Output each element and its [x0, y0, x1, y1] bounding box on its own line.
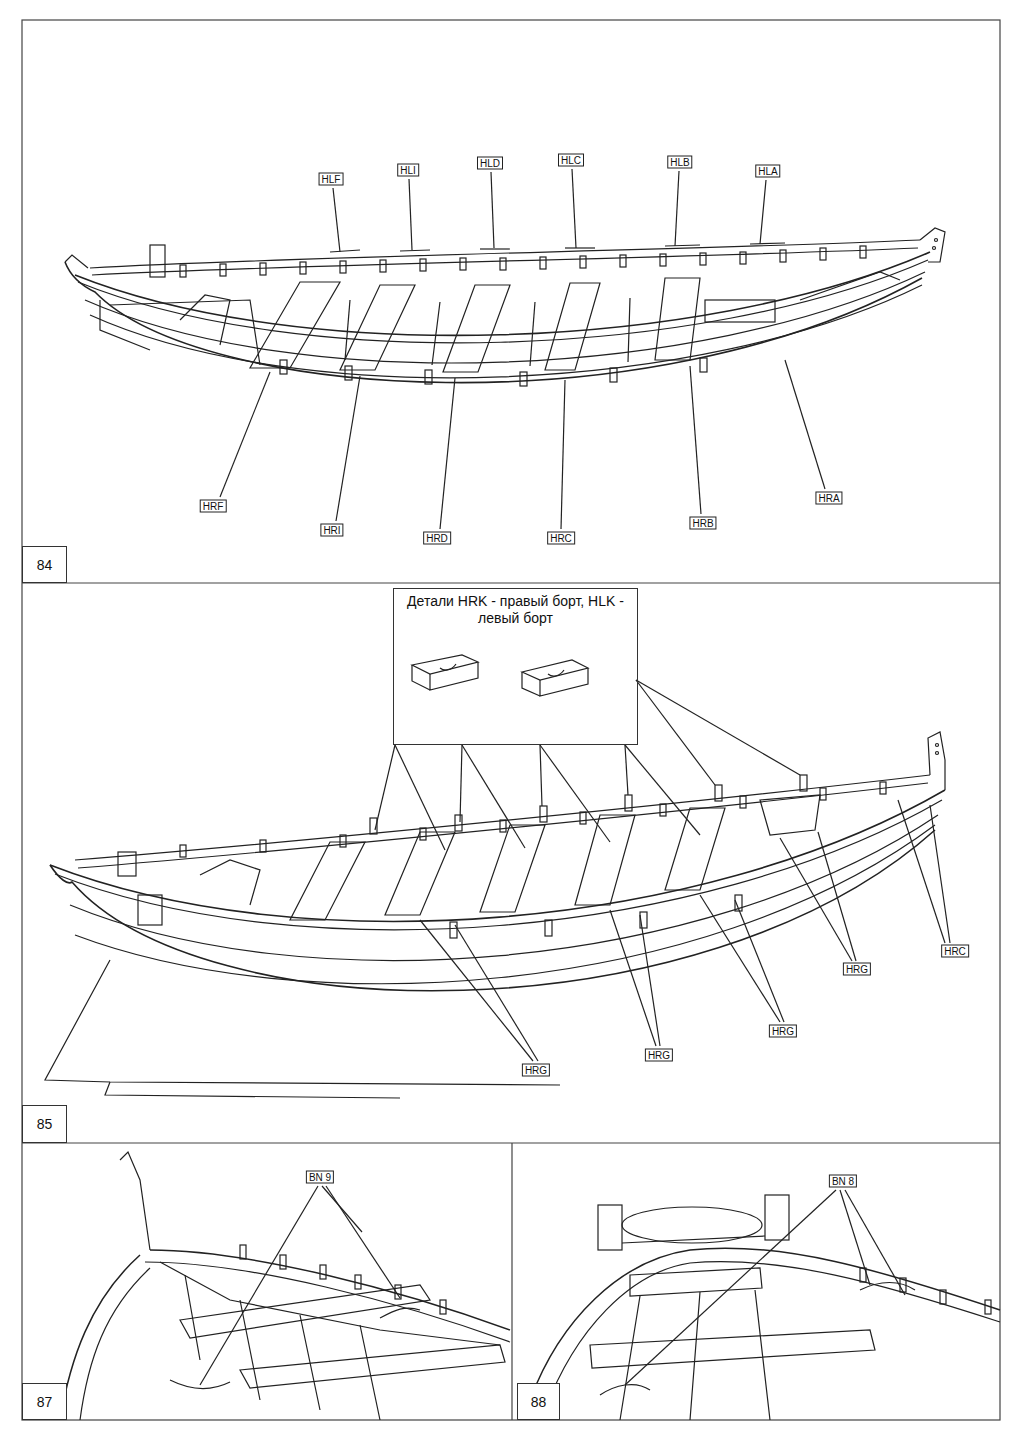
part-label: HRC: [547, 532, 575, 545]
part-label: HRG: [522, 1064, 550, 1077]
inset-heading: Детали HRK - правый борт, HLK - левый бо…: [394, 589, 637, 627]
part-label: HLA: [755, 165, 780, 178]
step-number: 87: [22, 1383, 67, 1420]
part-label: HRF: [200, 500, 227, 513]
part-label: HRA: [815, 492, 842, 505]
part-label: HLF: [319, 173, 344, 186]
detail-inset-box: Детали HRK - правый борт, HLK - левый бо…: [393, 588, 638, 745]
part-label: HRG: [769, 1025, 797, 1038]
part-label: HRB: [689, 517, 716, 530]
part-label: BN 8: [829, 1175, 857, 1188]
part-label: HRC: [941, 945, 969, 958]
part-label: HLC: [558, 154, 584, 167]
part-label: BN 9: [306, 1171, 334, 1184]
step-number: 88: [517, 1383, 560, 1420]
part-label: HRI: [320, 524, 343, 537]
part-label: HLB: [667, 156, 692, 169]
step-number: 84: [22, 546, 67, 583]
part-label: HRG: [645, 1049, 673, 1062]
step-number: 85: [22, 1105, 67, 1143]
part-label: HRD: [423, 532, 451, 545]
part-label: HRG: [843, 963, 871, 976]
part-label: HLI: [397, 164, 419, 177]
part-label: HLD: [477, 157, 503, 170]
